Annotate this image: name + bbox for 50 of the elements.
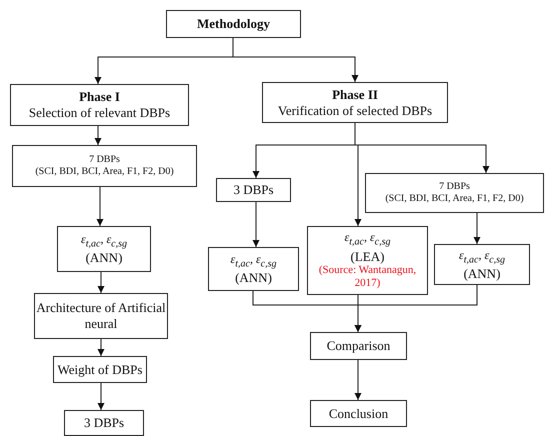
- arrow: [98, 382, 104, 410]
- process-box: [216, 178, 291, 202]
- box-text: Comparison: [326, 338, 390, 354]
- box-text: (ANN): [464, 266, 500, 282]
- process-box: [310, 332, 407, 360]
- box-text: (ANN): [235, 270, 272, 286]
- box-text: (SCI, BDI, BCI, Area, F1, F2, D0): [385, 193, 524, 205]
- process-box: [12, 145, 197, 187]
- process-box: [53, 356, 147, 383]
- box-text: (SCI, BDI, BCI, Area, F1, F2, D0): [35, 166, 174, 178]
- process-box: [262, 82, 448, 123]
- process-box: [208, 247, 299, 291]
- box-heading: ε$_{t,ac}$, ε$_{c,sg}$: [458, 248, 506, 266]
- process-box: [307, 226, 428, 295]
- arrow: [354, 360, 362, 400]
- arrow: [96, 186, 104, 226]
- process-box: [34, 293, 168, 339]
- box-heading: Phase II: [332, 86, 378, 102]
- arrow: [252, 202, 260, 248]
- process-box: [310, 400, 407, 427]
- source-note: (Source: Wantanagun, 2017): [318, 264, 418, 291]
- box-text: (LEA): [350, 248, 384, 264]
- arrow: [354, 122, 490, 174]
- box-heading: 7 DBPs: [439, 181, 470, 193]
- process-box: [10, 84, 189, 126]
- box-heading: ε$_{t,ac}$, ε$_{c,sg}$: [230, 252, 277, 270]
- process-box: [57, 226, 151, 272]
- process-box: [434, 244, 530, 285]
- box-text: (ANN): [86, 250, 122, 266]
- box-text: Conclusion: [328, 406, 388, 422]
- arrow: [474, 212, 480, 244]
- box-text: Methodology: [197, 16, 270, 32]
- box-text: Weight of DBPs: [58, 362, 142, 378]
- arrow: [232, 38, 358, 82]
- box-text: Architecture of Artificial neural: [35, 300, 167, 332]
- box-heading: Phase I: [79, 89, 120, 105]
- process-box: [365, 173, 544, 213]
- box-text: Verification of selected DBPs: [278, 102, 432, 118]
- process-box: [166, 10, 301, 38]
- box-text: Selection of relevant DBPs: [28, 105, 170, 121]
- box-heading: ε$_{t,ac}$, ε$_{c,sg}$: [80, 232, 128, 250]
- arrow: [98, 272, 104, 294]
- arrow: [94, 126, 102, 146]
- box-heading: ε$_{t,ac}$, ε$_{c,sg}$: [344, 230, 391, 249]
- box-text: 3 DBPs: [84, 415, 124, 431]
- box-heading: 7 DBPs: [89, 154, 120, 166]
- process-box: [64, 410, 144, 436]
- box-text: 3 DBPs: [233, 182, 274, 198]
- arrow: [354, 284, 478, 332]
- arrow: [98, 338, 104, 356]
